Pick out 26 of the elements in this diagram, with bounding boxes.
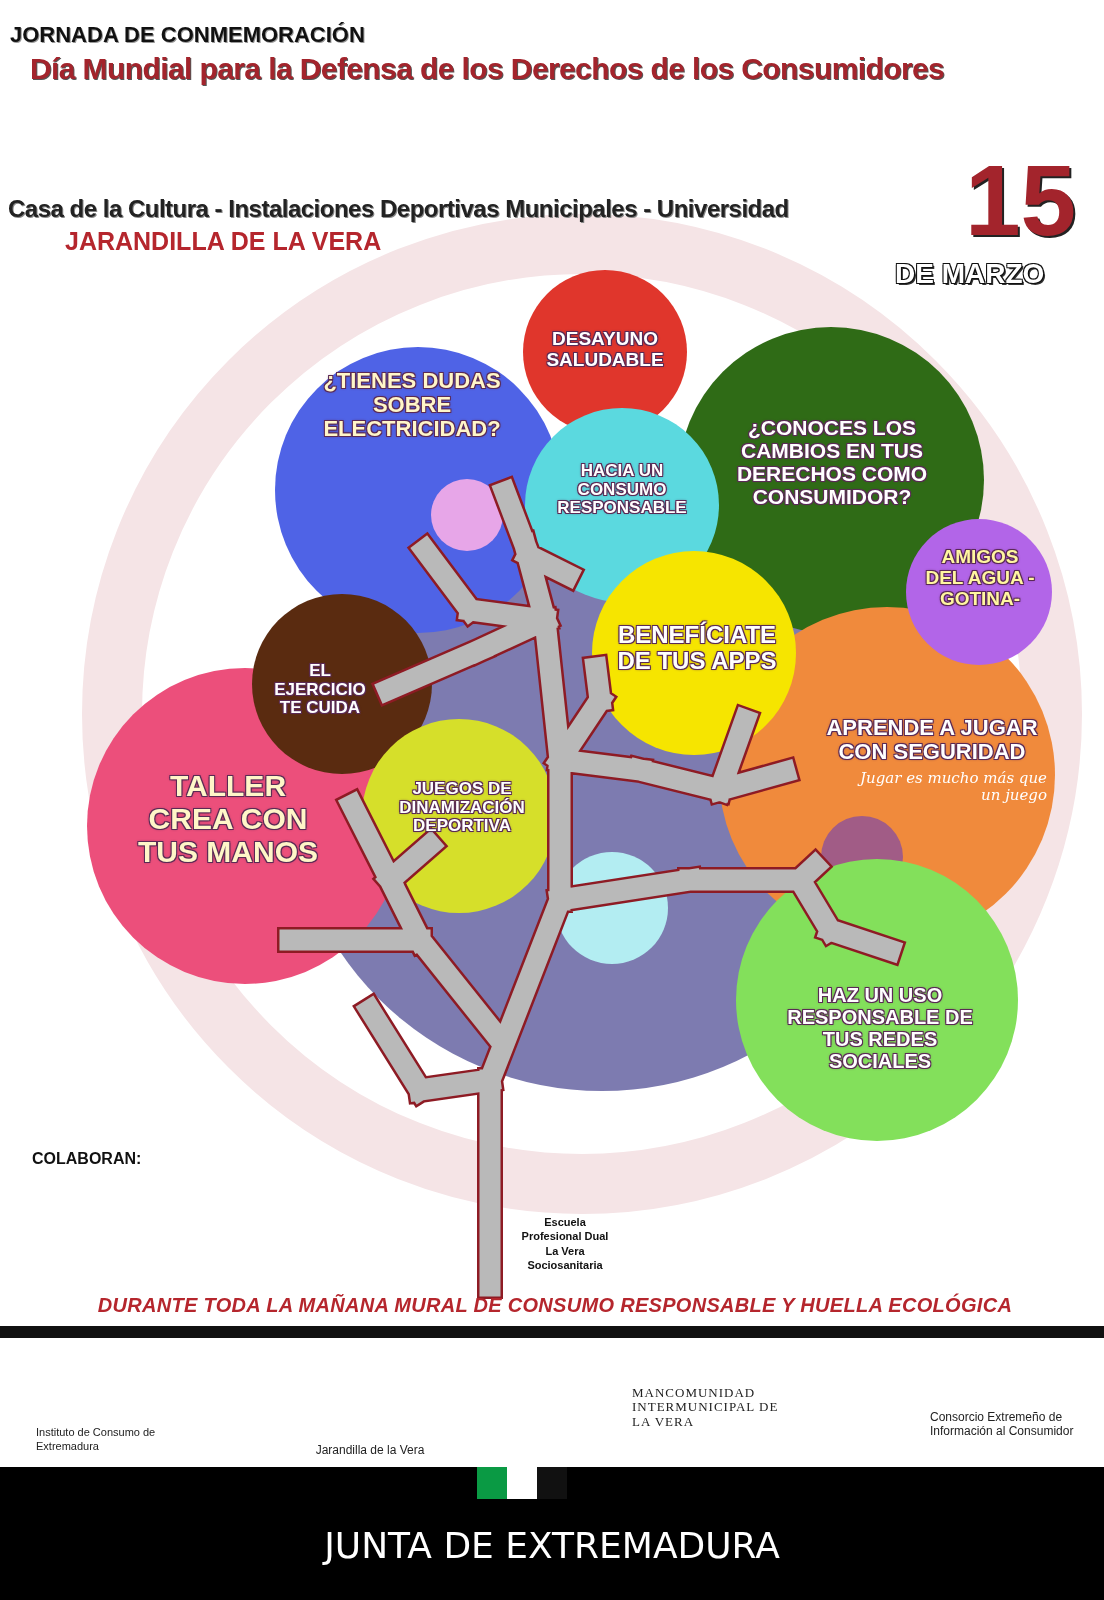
venue-text: Casa de la Cultura - Instalaciones Deportivas Municipales - Universidad: [8, 195, 790, 223]
title: Día Mundial para la Defensa de los Derechos de los Consumidores: [30, 52, 946, 86]
event-note: DURANTE TODA LA MAÑANA MURAL DE CONSUMO RESPONSABLE Y HUELLA ECOLÓGICA: [96, 1294, 1014, 1317]
institution-name: Consorcio Extremeño de Información al Consumidor: [930, 1410, 1075, 1439]
institution-name: Instituto de Consumo de Extremadura: [36, 1425, 157, 1454]
topic-subtitle: Jugar es mucho más que un juego: [857, 770, 1047, 804]
topic-title: EL EJERCICIO TE CUIDA: [274, 661, 366, 719]
topic-title: BENEFÍCIATE DE TUS APPS: [616, 621, 778, 675]
institution-name: MANCOMUNIDAD INTERMUNICIPAL DE LA VERA: [632, 1386, 780, 1429]
topic-title: HACIA UN CONSUMO RESPONSABLE: [556, 461, 688, 519]
topic-title: HAZ UN USO RESPONSABLE DE TUS REDES SOCIALES: [786, 984, 974, 1072]
collaborator-text: Escuela Profesional Dual La Vera Sociosanitaria: [520, 1215, 610, 1273]
topic-title: TALLER CREA CON TUS MANOS: [137, 768, 319, 868]
subtitle: JORNADA DE CONMEMORACIÓN: [10, 22, 366, 48]
town-name: Jarandilla de la Vera: [314, 1443, 426, 1457]
collaborators-heading: COLABORAN:: [32, 1150, 143, 1168]
town-name: JARANDILLA DE LA VERA: [65, 227, 383, 256]
date-day: 15: [965, 150, 1085, 250]
topic-title: ¿CONOCES LOS CAMBIOS EN TUS DERECHOS COMO CONSUMIDOR?: [735, 415, 929, 509]
topic-title: AMIGOS DEL AGUA -GOTINA-: [925, 546, 1035, 610]
topic-title: APRENDE A JUGAR CON SEGURIDAD: [825, 716, 1039, 765]
topic-title: JUEGOS DE DINAMIZACIÓN DEPORTIVA: [398, 779, 526, 837]
footer-title: JUNTA DE EXTREMADURA: [321, 1525, 781, 1566]
date-month: DE MARZO: [895, 258, 1046, 290]
topic-title: DESAYUNO SALUDABLE: [545, 329, 665, 371]
topic-title: ¿TIENES DUDAS SOBRE ELECTRICIDAD?: [322, 368, 502, 442]
